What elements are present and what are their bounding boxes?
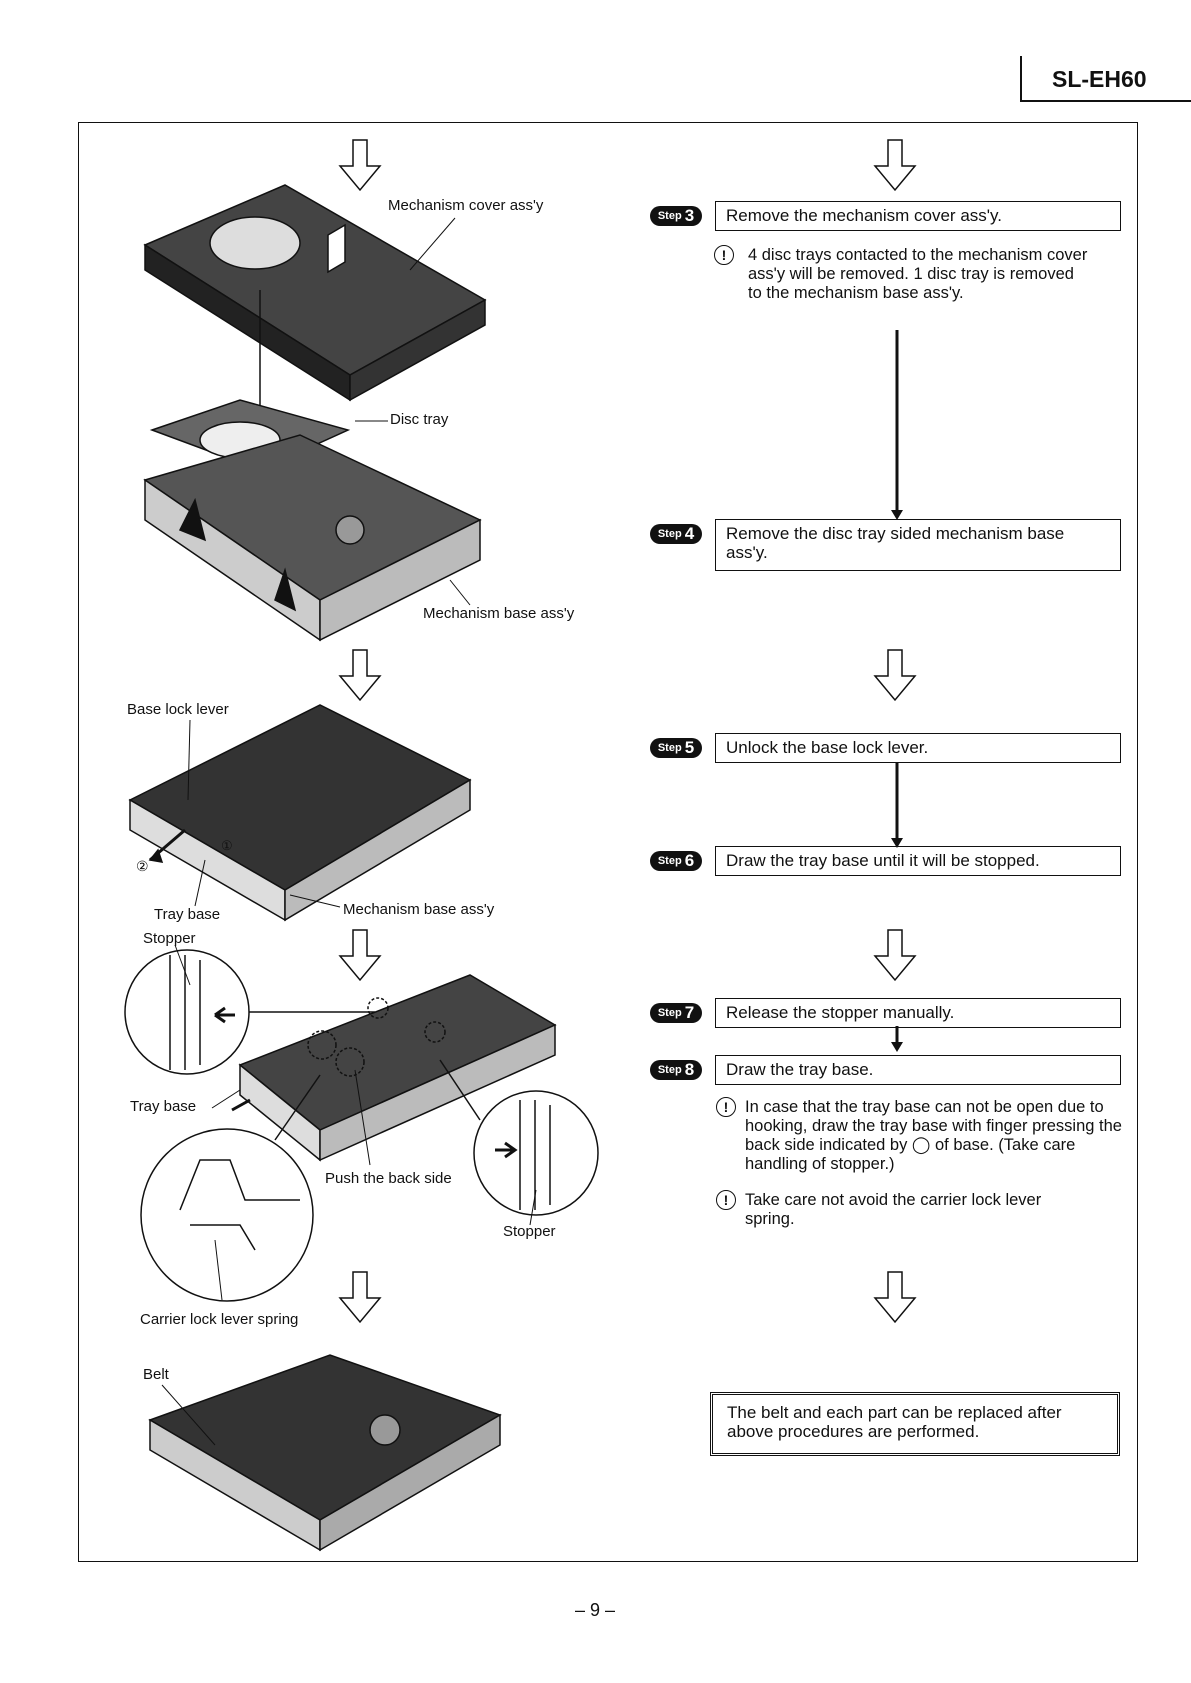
- step-8-note-1: In case that the tray base can not be op…: [745, 1098, 1122, 1173]
- label-stopper-1: Stopper: [143, 930, 196, 947]
- carrier-lock-detail-illustration: [140, 1074, 321, 1302]
- caution-icon: !: [714, 245, 734, 265]
- header-underline: [1020, 100, 1191, 102]
- label-stopper-2: Stopper: [503, 1223, 556, 1240]
- step-6-instruction: Draw the tray base until it will be stop…: [715, 846, 1121, 876]
- header-rule: [1020, 56, 1022, 102]
- stopper-detail-right-illustration: [439, 1059, 599, 1216]
- base-lock-illustration: [128, 704, 472, 922]
- label-marker-1: ①: [221, 838, 233, 853]
- final-note: The belt and each part can be replaced a…: [710, 1392, 1120, 1456]
- belt-illustration: [148, 1354, 502, 1552]
- label-carrier-lock-spring: Carrier lock lever spring: [140, 1311, 299, 1328]
- step-8-instruction: Draw the tray base.: [715, 1055, 1121, 1085]
- caution-icon: !: [716, 1190, 736, 1210]
- label-base-lock-lever: Base lock lever: [127, 701, 229, 718]
- label-mechanism-base-2: Mechanism base ass'y: [343, 901, 495, 918]
- step-4-instruction: Remove the disc tray sided mechanism bas…: [715, 519, 1121, 571]
- label-disc-tray: Disc tray: [390, 411, 449, 428]
- caution-icon: !: [716, 1097, 736, 1117]
- label-belt: Belt: [143, 1366, 169, 1383]
- label-tray-base-1: Tray base: [154, 906, 221, 923]
- mechanism-cover-illustration: [143, 184, 487, 402]
- content-frame: [78, 122, 1138, 1562]
- step-5-instruction: Unlock the base lock lever.: [715, 733, 1121, 763]
- mechanism-base-illustration-1: [143, 434, 482, 642]
- label-marker-2: ②: [136, 858, 149, 874]
- step-3-note: 4 disc trays contacted to the mechanism …: [748, 246, 1088, 302]
- step-8-note-2: Take care not avoid the carrier lock lev…: [745, 1191, 1042, 1228]
- step-7-instruction: Release the stopper manually.: [715, 998, 1121, 1028]
- model-title: SL-EH60: [1052, 66, 1147, 92]
- label-push-back-side: Push the back side: [325, 1170, 452, 1187]
- label-mechanism-base-1: Mechanism base ass'y: [423, 605, 575, 622]
- tray-base-illustration: [231, 974, 557, 1162]
- label-mechanism-cover: Mechanism cover ass'y: [388, 197, 544, 214]
- step-3-instruction: Remove the mechanism cover ass'y.: [715, 201, 1121, 231]
- label-tray-base-2: Tray base: [130, 1098, 197, 1115]
- stopper-detail-illustration: [124, 949, 375, 1075]
- page-number: – 9 –: [575, 1600, 616, 1620]
- leader-lines: [161, 217, 537, 1446]
